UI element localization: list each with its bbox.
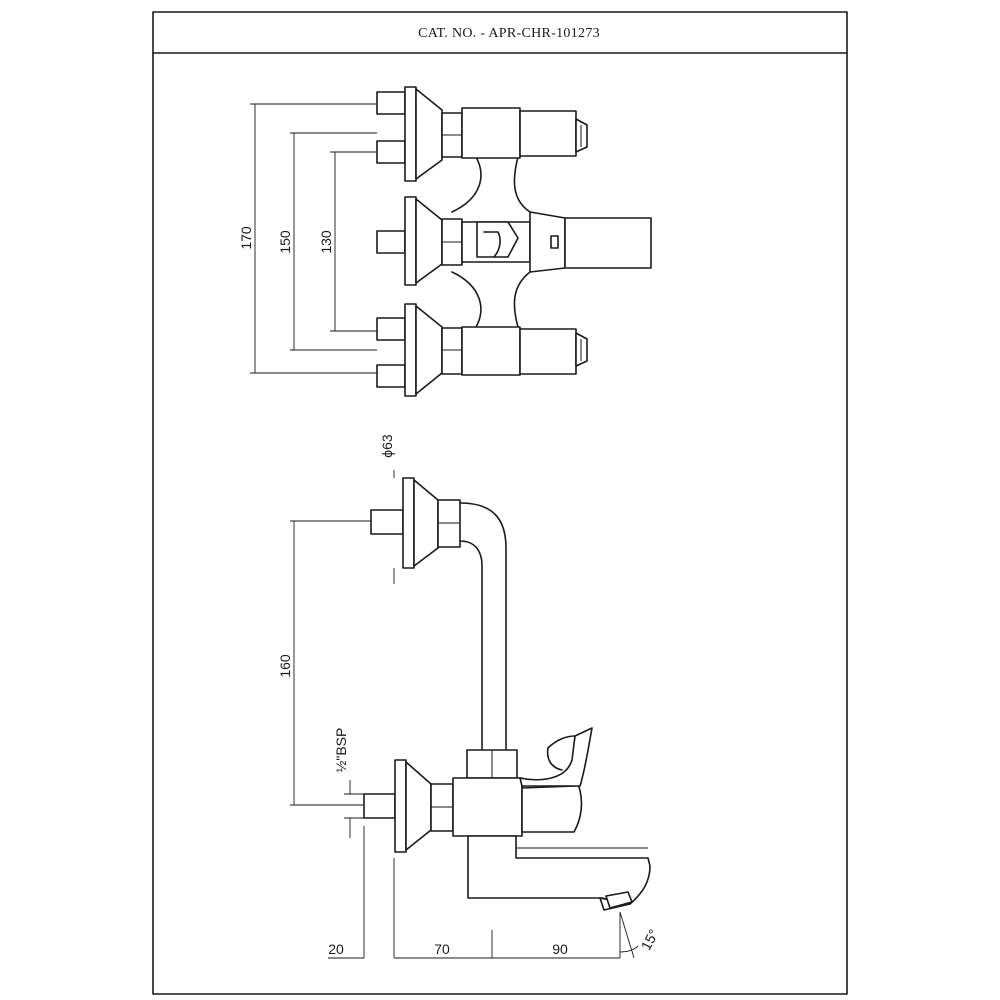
angle-callout: 15°: [619, 911, 662, 959]
side-view: ϕ63 160 ½"BSP 20 70 90: [277, 434, 662, 959]
dimension-diameter: ϕ63: [379, 434, 395, 584]
width-90-label: 90: [552, 941, 568, 957]
dimension-130: 130: [318, 151, 377, 332]
drawing-border: [152, 11, 848, 995]
dimension-130-label: 130: [318, 230, 334, 254]
lower-flange: [363, 759, 454, 853]
body-connector-upper: [451, 156, 531, 213]
top-view: 170 150 130: [238, 86, 652, 397]
width-70-label: 70: [434, 941, 450, 957]
body-connector-lower: [451, 271, 531, 328]
catalog-number: CAT. NO. - APR-CHR-101273: [418, 26, 600, 41]
dimension-160: 160: [277, 520, 371, 806]
riser-pipe: [459, 502, 507, 751]
thread-label: ½"BSP: [333, 728, 349, 773]
dimension-170-label: 170: [238, 226, 254, 250]
spout: [467, 835, 651, 911]
diameter-label: ϕ63: [379, 434, 395, 458]
dimension-160-label: 160: [277, 654, 293, 678]
angle-label: 15°: [638, 927, 662, 953]
upper-inlet: [376, 86, 588, 182]
dimension-150-label: 150: [277, 230, 293, 254]
mixer-body: [452, 727, 593, 837]
diverter-nut: [466, 749, 518, 779]
width-20-label: 20: [328, 941, 344, 957]
thread-callout: ½"BSP: [333, 728, 364, 838]
lower-inlet: [376, 303, 588, 397]
dimension-150: 150: [277, 132, 377, 351]
dimension-widths: 20 70 90: [328, 826, 621, 959]
dimension-170: 170: [238, 103, 377, 374]
center-outlet: [376, 196, 652, 286]
upper-flange: [370, 477, 461, 569]
